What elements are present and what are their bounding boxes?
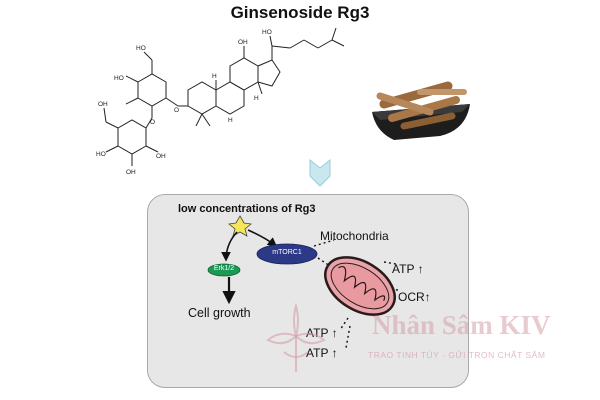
arrow-to-erk: [221, 231, 238, 262]
atom-label: H: [254, 95, 259, 102]
atom-label: O: [174, 107, 179, 114]
atp-bottom-label-2: ATP ↑: [306, 346, 338, 360]
atp-bottom-label-1: ATP ↑: [306, 326, 338, 340]
atom-label: O: [150, 119, 155, 126]
up-arrow-icon: ↑: [331, 346, 338, 360]
atom-label: H: [212, 73, 217, 80]
ocr-right-label: OCR↑: [398, 290, 431, 304]
ginseng-roots-image: [372, 81, 470, 140]
diagram-title: Ginsenoside Rg3: [230, 3, 370, 22]
watermark-slogan: TRAO TINH TÚY - GỬI TRỌN CHẤT SÂM: [368, 350, 546, 360]
atom-label: OH: [238, 39, 248, 46]
mechanism-panel: [147, 194, 469, 388]
low-concentration-heading: low concentrations of Rg3: [178, 203, 316, 215]
up-arrow-icon: ↑: [424, 290, 431, 304]
watermark-brand-name: Nhân Sâm KIV: [372, 310, 551, 340]
mitochondria-label: Mitochondria: [320, 229, 389, 243]
mtorc-node: [256, 243, 318, 265]
atom-label: HO: [262, 29, 272, 36]
up-arrow-icon: ↑: [331, 326, 338, 340]
atom-label: OH: [98, 101, 108, 108]
atom-label: HO: [114, 75, 124, 82]
chemical-labels: HO OH O OH HO HO OH OH O H H H HO: [96, 29, 272, 176]
chemical-structure: [103, 27, 345, 166]
atom-label: OH: [126, 169, 136, 176]
rg3-star-icon: [228, 215, 252, 237]
atom-label: OH: [156, 153, 166, 160]
erk-label: Erk1/2: [213, 265, 235, 272]
mtorc-label: mTORC1: [272, 249, 302, 256]
mitochondrion-image: [324, 256, 396, 316]
erk-node: [207, 263, 241, 277]
atom-label: HO: [96, 151, 106, 158]
cell-growth-label: Cell growth: [188, 306, 251, 320]
up-arrow-icon: ↑: [417, 262, 424, 276]
atom-label: HO: [136, 45, 146, 52]
chevron-down-icon: [309, 158, 331, 187]
atom-label: H: [228, 117, 233, 124]
atp-right-label: ATP ↑: [392, 262, 424, 276]
